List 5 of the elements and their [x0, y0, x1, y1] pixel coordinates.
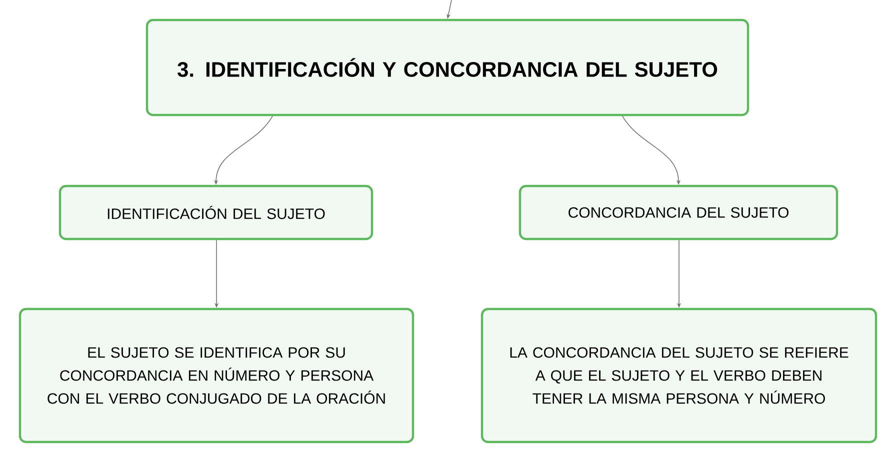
description-box: EL SUJETO SE IDENTIFICA POR SU CONCORDANCIA EN NÚMERO Y PERSONA CON EL VERBO CONJUGADO DE LA ORACIÓN: [18, 308, 414, 444]
topic-box: IDENTIFICACIÓN DEL SUJETO: [58, 184, 374, 240]
topic-box: CONCORDANCIA DEL SUJETO: [518, 184, 838, 240]
title-box: 3. IDENTIFICACIÓN Y CONCORDANCIA DEL SUJETO: [146, 18, 750, 116]
description-box: LA CONCORDANCIA DEL SUJETO SE REFIERE A QUE EL SUJETO Y EL VERBO DEBEN TENER LA MISMA PERSONA Y NÚMERO: [480, 308, 878, 444]
